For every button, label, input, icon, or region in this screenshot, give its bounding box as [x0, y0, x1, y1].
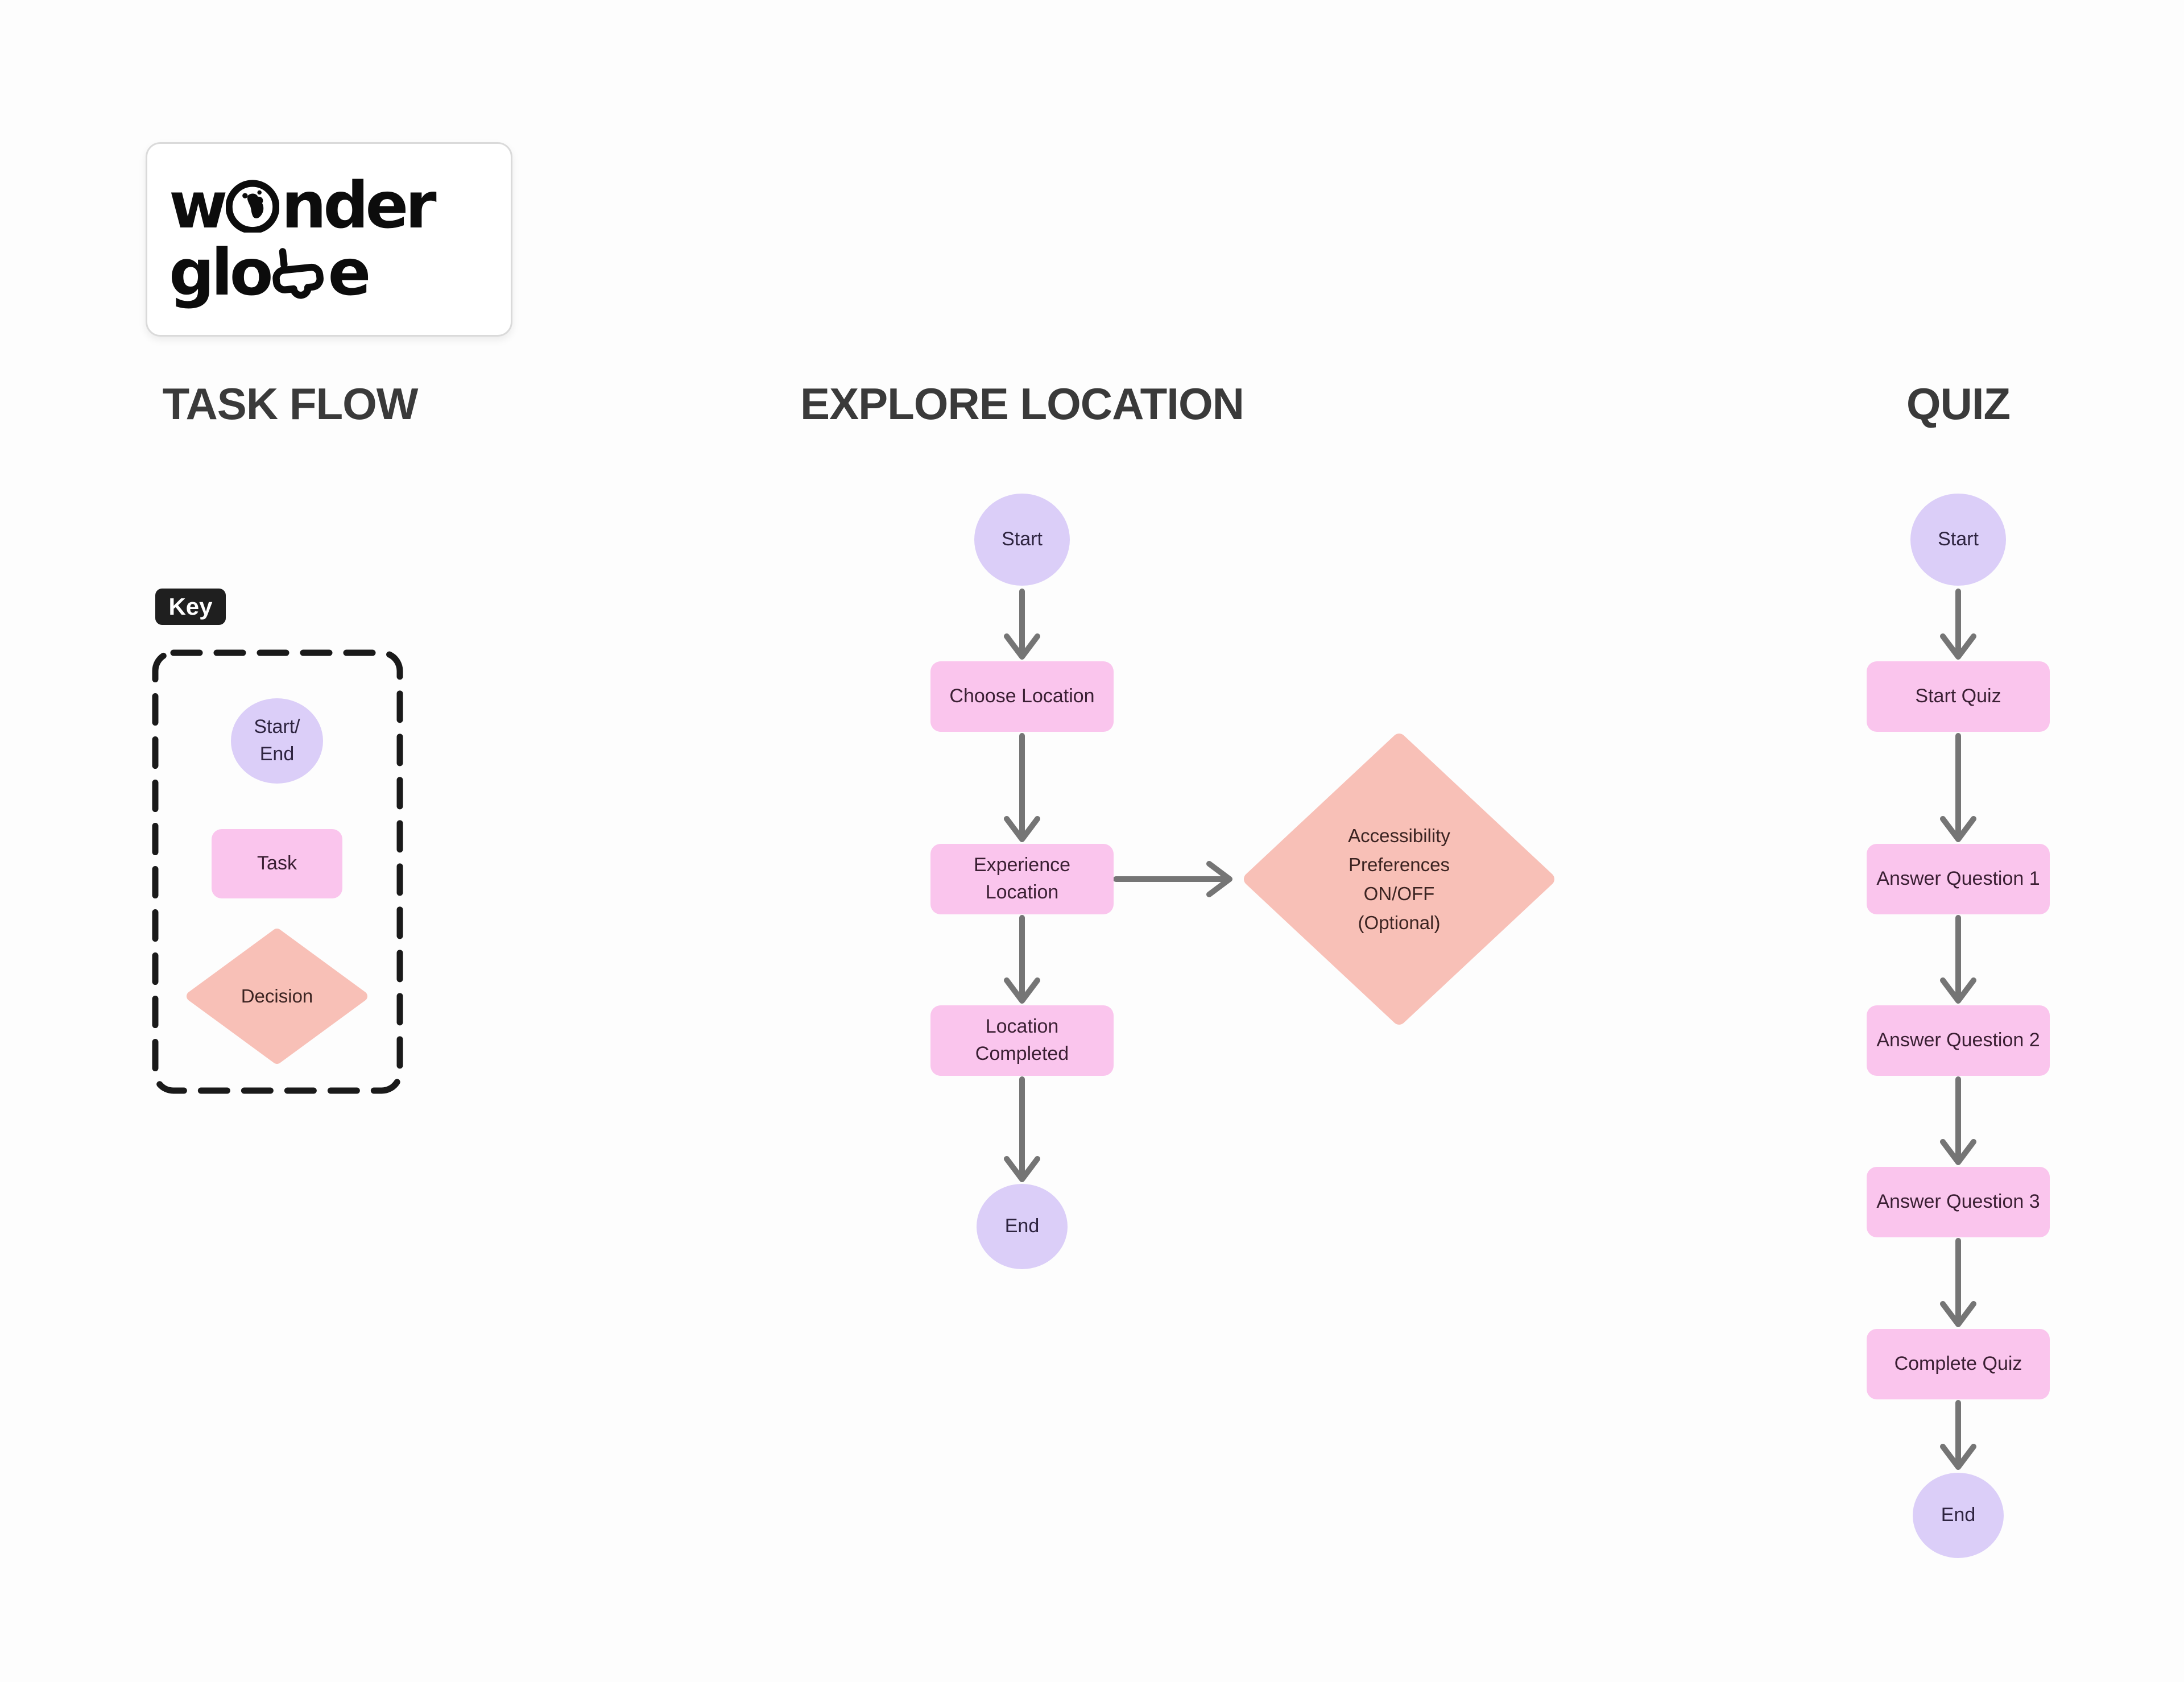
arrow-completed-to-end [1004, 1076, 1040, 1182]
quiz-complete-quiz-label: Complete Quiz [1894, 1353, 2022, 1375]
key-start-end-label: Start/ End [254, 716, 300, 765]
arrow-start-quiz-to-q1 [1940, 733, 1976, 842]
heading-task-flow: TASK FLOW [162, 378, 419, 429]
key-chip-label: Key [168, 593, 213, 620]
explore-accessibility-decision-diamond: Accessibility Preferences ON/OFF (Option… [1243, 732, 1556, 1026]
explore-accessibility-diamond-shape [1244, 734, 1554, 1025]
explore-experience-location-label: Experience Location [973, 854, 1071, 903]
logo-text-e: e [328, 236, 371, 310]
quiz-end-label: End [1941, 1504, 1976, 1526]
quiz-start-label: Start [1938, 528, 1979, 550]
explore-start-label: Start [1002, 528, 1043, 550]
explore-end-ellipse: End [977, 1184, 1068, 1269]
explore-choose-location-label: Choose Location [949, 685, 1095, 707]
quiz-complete-quiz-box: Complete Quiz [1867, 1329, 2050, 1399]
key-dashed-box [152, 649, 403, 1094]
arrow-explore-start-to-choose [1004, 589, 1040, 660]
arrow-choose-to-experience [1004, 733, 1040, 842]
explore-start-ellipse: Start [974, 494, 1070, 586]
key-decision-diamond: Decision [186, 928, 368, 1064]
quiz-answer-question-1-box: Answer Question 1 [1867, 844, 2050, 914]
key-chip: Key [155, 589, 226, 625]
arrow-quiz-start-to-start-quiz [1940, 589, 1976, 660]
quiz-answer-question-3-label: Answer Question 3 [1876, 1191, 2040, 1213]
arrow-q2-to-q3 [1940, 1076, 1976, 1165]
quiz-start-quiz-label: Start Quiz [1915, 685, 2001, 707]
logo-vr-headset-b-icon [272, 248, 324, 299]
key-task-label: Task [257, 852, 297, 875]
explore-end-label: End [1004, 1215, 1040, 1237]
explore-choose-location-box: Choose Location [930, 661, 1114, 732]
logo-line-wonder: w nder [169, 172, 511, 239]
arrow-q3-to-complete [1940, 1238, 1976, 1327]
arrow-experience-to-completed [1004, 915, 1040, 1004]
key-task-box: Task [212, 829, 342, 898]
explore-location-completed-label: Location Completed [975, 1016, 1069, 1064]
quiz-start-quiz-box: Start Quiz [1867, 661, 2050, 732]
key-decision-label: Decision [241, 985, 313, 1007]
quiz-start-ellipse: Start [1910, 494, 2006, 586]
heading-quiz: QUIZ [1906, 378, 2011, 429]
heading-explore-location: EXPLORE LOCATION [800, 378, 1244, 429]
explore-accessibility-decision-label: Accessibility Preferences ON/OFF (Option… [1348, 825, 1450, 934]
logo-text-w: w [169, 169, 228, 243]
quiz-answer-question-3-box: Answer Question 3 [1867, 1167, 2050, 1237]
quiz-end-ellipse: End [1913, 1473, 2004, 1558]
arrow-experience-to-accessibility-decision [1113, 861, 1232, 897]
arrow-q1-to-q2 [1940, 915, 1976, 1004]
logo-text-glo: glo [169, 236, 273, 310]
key-start-end-ellipse: Start/ End [231, 698, 323, 784]
arrow-complete-to-end [1940, 1400, 1976, 1470]
logo-card: w nder glo e [146, 142, 512, 337]
explore-location-completed-box: Location Completed [930, 1005, 1114, 1076]
quiz-answer-question-2-box: Answer Question 2 [1867, 1005, 2050, 1076]
quiz-answer-question-1-label: Answer Question 1 [1876, 868, 2040, 890]
logo-text-nder: nder [281, 169, 436, 243]
quiz-answer-question-2-label: Answer Question 2 [1876, 1029, 2040, 1051]
key-decision-diamond-shape [187, 929, 367, 1064]
explore-experience-location-box: Experience Location [930, 844, 1114, 914]
logo-line-globe: glo e [169, 239, 511, 306]
logo-globe-o-icon [226, 180, 280, 233]
